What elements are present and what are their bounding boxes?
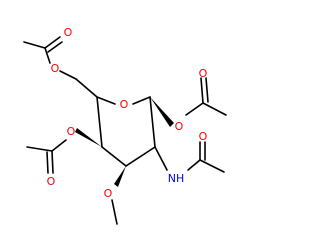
acetate-c4 (26, 128, 102, 174)
bond-c1-c2 (149, 96, 156, 148)
bond-o-cacyl-4 (51, 139, 67, 152)
atom-carbonyl-oxygen-c6: O (64, 26, 73, 39)
bond-cacyl-methyl-1 (202, 102, 227, 116)
bond-o-cacyl-1 (185, 102, 204, 116)
wedge-c4-o (75, 128, 102, 147)
atom-amide-oxygen: O (199, 130, 208, 143)
structure-svg: O O O O O O O O NH O (23, 26, 227, 225)
atom-methoxy-oxygen: O (104, 187, 113, 200)
bond-co-double-4a (51, 150, 54, 174)
bond-c3-c4 (101, 146, 127, 167)
bond-c5-c6 (75, 78, 98, 98)
atom-carbonyl-oxygen-c1: O (199, 67, 208, 80)
atom-amide-nitrogen: NH (168, 172, 185, 185)
acetate-c6 (23, 36, 98, 98)
bond-c4-c5 (96, 96, 103, 148)
bond-c2-n (154, 146, 168, 171)
acetate-c1 (150, 77, 227, 127)
bond-o-cacyl (44, 47, 51, 64)
bond-o-methyl (111, 199, 118, 225)
acetamido-c2 (154, 141, 225, 173)
wedge-c3-o (114, 166, 126, 187)
bond-co-double-a (44, 36, 61, 49)
atom-ester-oxygen-c6: O (51, 62, 60, 75)
bond-cacyl-methyl-2 (199, 159, 225, 173)
atom-ester-oxygen-c1: O (175, 120, 184, 133)
atom-ring-oxygen: O (120, 98, 129, 111)
bond-c5-o (96, 96, 116, 105)
bond-co-double-4b (46, 151, 49, 174)
atom-carbonyl-oxygen-c4: O (47, 175, 56, 188)
bond-cacyl-methyl-4 (26, 146, 53, 152)
wedge-c1-o (150, 97, 174, 127)
bond-c2-c3 (125, 146, 156, 167)
pyranose-ring (96, 96, 156, 167)
methoxy-c3 (111, 166, 126, 225)
bond-co-double-1b (205, 77, 209, 103)
bond-co-double-b (47, 41, 63, 53)
bond-c6-o (59, 70, 77, 80)
bond-co-double-1a (200, 77, 204, 104)
bond-n-cacyl (187, 159, 201, 171)
bond-cacyl-methyl (23, 41, 46, 49)
atom-ester-oxygen-c4: O (67, 125, 76, 138)
molecule-diagram: O O O O O O O O NH O (23, 26, 227, 225)
bond-o-c1 (132, 96, 151, 105)
